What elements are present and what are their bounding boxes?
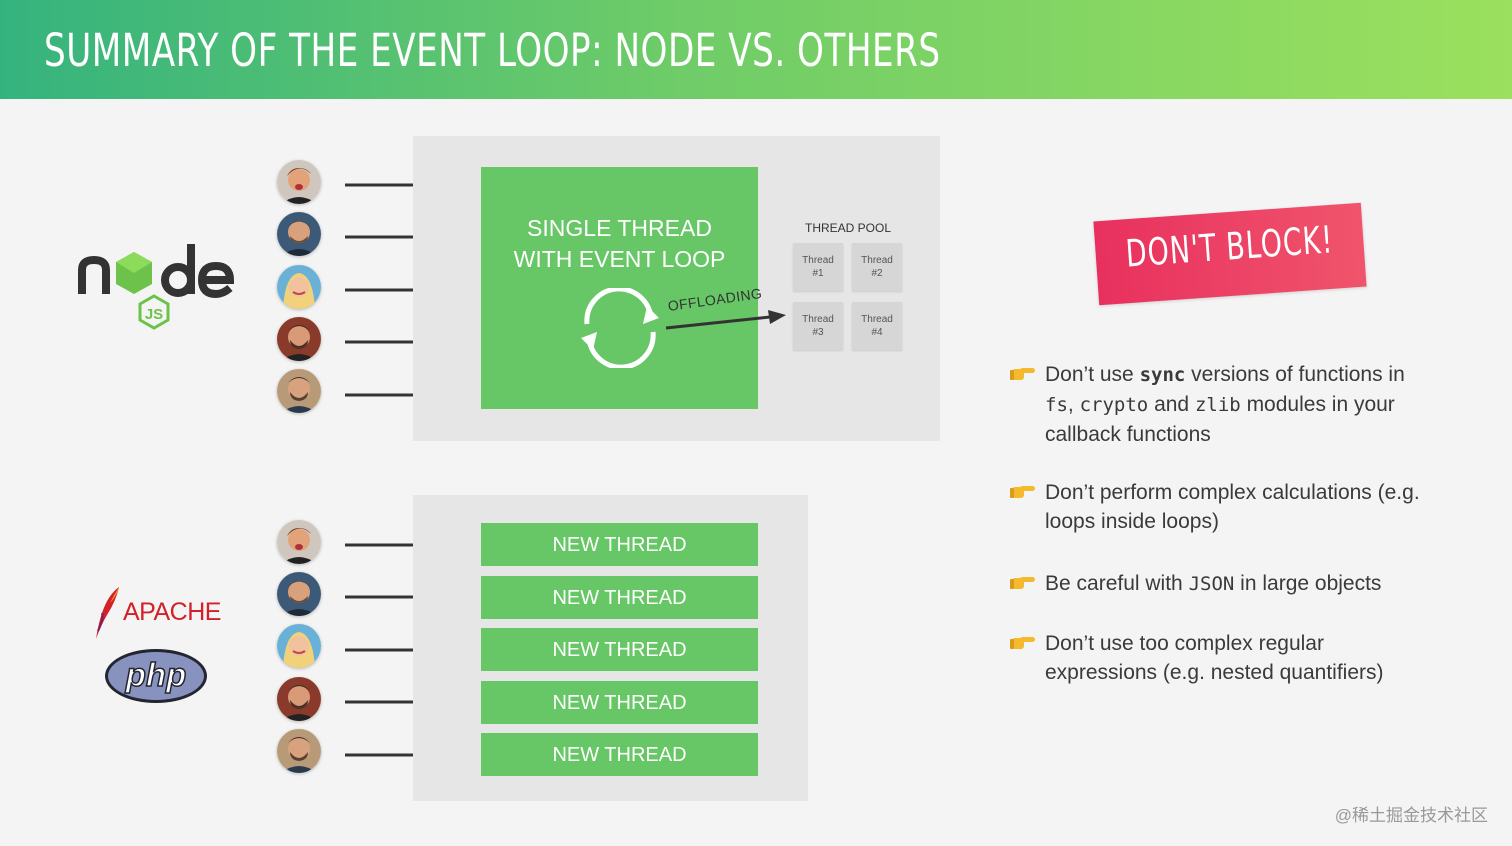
- apache-logo: APACHE: [92, 585, 222, 641]
- code-fs: fs: [1045, 394, 1068, 416]
- pool-thread-label: Thread: [802, 314, 834, 325]
- loop-cycle-icon: [581, 288, 659, 368]
- code-json: JSON: [1188, 573, 1235, 595]
- new-thread-bar: NEW THREAD: [481, 628, 758, 671]
- event-loop-line1: SINGLE THREAD: [527, 215, 712, 241]
- new-thread-bar: NEW THREAD: [481, 681, 758, 724]
- stamp-text: DON'T BLOCK!: [1124, 218, 1335, 277]
- pointing-hand-icon: [1010, 486, 1035, 498]
- thread-pool-cell: Thread #4: [852, 302, 902, 350]
- code-crypto: crypto: [1079, 394, 1149, 416]
- code-zlib: zlib: [1194, 394, 1241, 416]
- offloading-arrow: [665, 310, 786, 330]
- pointing-hand-icon: [1010, 637, 1035, 649]
- user-avatar: [277, 317, 321, 361]
- tip-text: Don’t perform complex calculations (e.g.…: [1045, 481, 1420, 533]
- user-avatar: [277, 729, 321, 773]
- php-logo: php: [104, 648, 208, 704]
- user-avatar: [277, 520, 321, 564]
- thread-pool-cell: Thread #3: [793, 302, 843, 350]
- nodejs-badge-text: JS: [145, 306, 163, 323]
- user-avatar: [277, 160, 321, 204]
- thread-pool-cell: Thread #1: [793, 243, 843, 291]
- dont-block-stamp: DON'T BLOCK!: [1093, 202, 1367, 306]
- pool-thread-label: Thread: [802, 255, 834, 266]
- pool-thread-number: #2: [871, 268, 883, 279]
- nodejs-logo: JS: [78, 236, 236, 336]
- code-sync: sync: [1139, 364, 1186, 386]
- user-avatar: [277, 212, 321, 256]
- thread-pool-cell: Thread #2: [852, 243, 902, 291]
- pool-thread-number: #3: [812, 327, 824, 338]
- tip-item: Be careful with JSON in large objects: [1010, 569, 1480, 599]
- new-thread-bar: NEW THREAD: [481, 523, 758, 566]
- user-avatar: [277, 265, 321, 309]
- event-loop-box: SINGLE THREAD WITH EVENT LOOP: [481, 167, 758, 409]
- event-loop-line2: WITH EVENT LOOP: [513, 246, 726, 272]
- thread-pool-title: THREAD POOL: [804, 221, 891, 235]
- pointing-hand-icon: [1010, 577, 1035, 589]
- pool-thread-number: #1: [812, 268, 824, 279]
- pool-thread-label: Thread: [861, 314, 893, 325]
- user-avatar: [277, 624, 321, 668]
- php-label: php: [125, 656, 186, 693]
- apache-feather-icon: [96, 587, 119, 639]
- apache-label: APACHE: [123, 598, 221, 626]
- tip-item: Don’t perform complex calculations (e.g.…: [1010, 478, 1480, 538]
- user-avatar: [277, 369, 321, 413]
- tip-item: Don’t use too complex regular expression…: [1010, 629, 1480, 689]
- pointing-hand-icon: [1010, 368, 1035, 380]
- new-thread-bar: NEW THREAD: [481, 733, 758, 776]
- header-banner: Summary of the Event Loop: Node vs. Othe…: [0, 0, 1512, 99]
- new-thread-bar: NEW THREAD: [481, 576, 758, 619]
- page-title: Summary of the Event Loop: Node vs. Othe…: [44, 24, 941, 77]
- tip-text: Be careful with JSON in large objects: [1045, 572, 1382, 595]
- user-avatar: [277, 677, 321, 721]
- pool-thread-number: #4: [871, 327, 883, 338]
- watermark: @稀土掘金技术社区: [1334, 806, 1488, 825]
- user-avatar: [277, 572, 321, 616]
- tip-text: Don’t use sync versions of functions in …: [1045, 363, 1405, 446]
- tip-item: Don’t use sync versions of functions in …: [1010, 360, 1480, 450]
- tip-text: Don’t use too complex regular expression…: [1045, 632, 1384, 684]
- pool-thread-label: Thread: [861, 255, 893, 266]
